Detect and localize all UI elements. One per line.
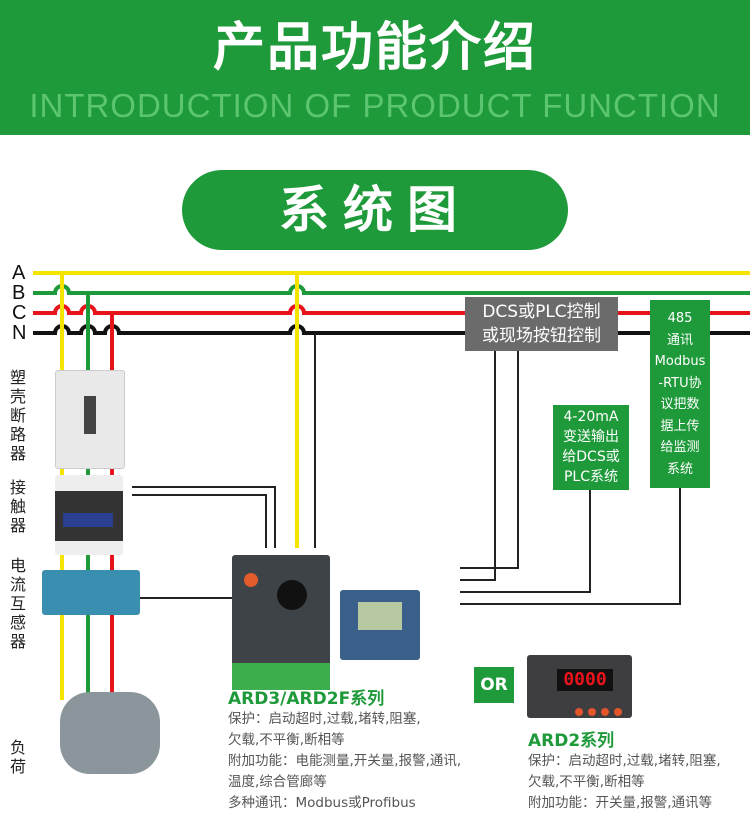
dcs-wire (460, 351, 519, 569)
rs485-line: 给监测 (660, 440, 700, 455)
ard2-button (601, 708, 609, 716)
ard3-display-module (340, 590, 420, 660)
rs485-line: 系统 (666, 461, 693, 477)
contactor-control-wire (132, 486, 276, 548)
ard3-line: 欠载,不平衡,断相等 (228, 732, 345, 748)
section-title: 系统图 (182, 170, 568, 250)
ard2-unit: 0000 (527, 655, 632, 718)
analog-line: PLC系统 (563, 469, 619, 485)
ard3-line: 多种通讯：Modbus或Profibus (228, 795, 416, 811)
current-transformer (42, 570, 140, 615)
ard2-line: 保护：启动超时,过载,堵转,阻塞, (528, 753, 721, 769)
dcs-plc-control-box: DCS或PLC控制 或现场按钮控制 (465, 297, 618, 351)
ard3-description: ARD3/ARD2F系列 保护：启动超时,过载,堵转,阻塞, 欠载,不平衡,断相… (228, 684, 468, 814)
ard2-display: 0000 (557, 669, 613, 691)
lcd-screen (358, 602, 402, 630)
bus-b (33, 284, 750, 295)
header-title: 产品功能介绍 (212, 18, 537, 78)
analog-line: 变送输出 (563, 429, 619, 445)
bus-n (33, 324, 750, 335)
rs485-wire (460, 488, 681, 605)
rs485-line: 通讯 (666, 332, 693, 348)
bus-label-b: B (12, 282, 26, 304)
rs485-line: Modbus (654, 354, 706, 369)
breaker-handle (84, 396, 96, 434)
rs485-communication-box: 485 通讯 Modbus -RTU协 议把数 据上传 给监测 系统 (650, 300, 710, 488)
ard2-button (575, 708, 583, 716)
bus-label-a: A (12, 262, 26, 284)
or-badge: OR (474, 667, 514, 703)
ard2-title: ARD2系列 (528, 731, 615, 751)
contactor-control-wire (132, 494, 267, 548)
header-subtitle: INTRODUCTION OF PRODUCT FUNCTION (29, 87, 721, 124)
ard3-main-unit (232, 555, 330, 690)
rs485-line: 据上传 (660, 418, 700, 434)
rs485-line: -RTU协 (658, 375, 702, 391)
ard3-line: 附加功能：电能测量,开关量,报警,通讯, (228, 753, 462, 769)
ct-label: 电流互感器 (9, 556, 26, 651)
analog-output-box: 4-20mA 变送输出 给DCS或 PLC系统 (553, 405, 629, 490)
ard2-buttons (575, 701, 635, 716)
bus-label-n: N (12, 322, 27, 344)
ard2-description: ARD2系列 保护：启动超时,过载,堵转,阻塞, 欠载,不平衡,断相等 附加功能… (528, 726, 750, 814)
breaker-label: 塑壳断路器 (9, 368, 26, 463)
terminal-block (232, 663, 330, 690)
analog-line: 4-20mA (563, 409, 619, 425)
bus-c (33, 304, 750, 315)
ard3-title: ARD3/ARD2F系列 (228, 689, 385, 709)
load-label: 负荷 (9, 738, 26, 776)
ard3-line: 温度,综合管廊等 (228, 774, 327, 790)
contactor-label: 接触器 (9, 478, 26, 535)
analog-wire (460, 490, 591, 593)
indicator-light (244, 573, 258, 587)
dcs-line-1: DCS或PLC控制 (482, 302, 601, 322)
molded-case-breaker (55, 370, 125, 469)
ard2-button (588, 708, 596, 716)
dcs-wire (460, 351, 496, 581)
header-banner (0, 0, 750, 135)
analog-line: 给DCS或 (562, 449, 620, 465)
rs485-line: 485 (667, 311, 693, 326)
ard2-button (614, 708, 622, 716)
connector-port (277, 580, 307, 610)
motor-load (60, 692, 160, 774)
contactor (55, 475, 123, 555)
rs485-line: 议把数 (660, 397, 700, 412)
dcs-line-2: 或现场按钮控制 (482, 326, 601, 346)
ard3-line: 保护：启动超时,过载,堵转,阻塞, (228, 711, 421, 727)
ard2-line: 附加功能：开关量,报警,通讯等 (528, 795, 713, 811)
ard2-line: 欠载,不平衡,断相等 (528, 774, 645, 790)
contactor-window (63, 513, 113, 527)
bus-label-c: C (12, 302, 27, 324)
